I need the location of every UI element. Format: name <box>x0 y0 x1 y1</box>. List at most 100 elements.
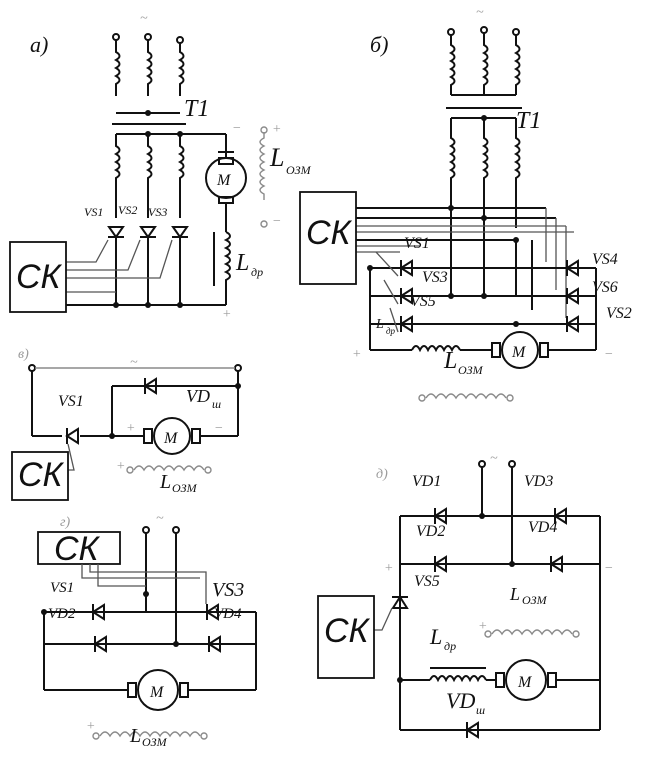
choke-a <box>223 231 231 305</box>
l-dr-label-a: L <box>235 250 249 276</box>
l-ozm-label-b: L <box>443 348 457 374</box>
label-a: а) <box>30 32 48 57</box>
vs5-label-b: VS5 <box>410 293 436 310</box>
svg-text:+: + <box>352 347 361 362</box>
svg-text:ОЗМ: ОЗМ <box>172 481 198 495</box>
thyristor-vs1-v <box>66 427 79 445</box>
terminal-a2 <box>144 33 152 41</box>
diagram-b: б) ~ T1 СК <box>299 5 632 402</box>
svg-text:др: др <box>251 265 263 279</box>
label-v: в) <box>18 347 29 362</box>
diagram-v: в) ~ VS1 VD ш M + − СК + L <box>11 347 242 501</box>
field-winding-v <box>133 465 205 472</box>
field-winding-d <box>491 629 573 636</box>
diagram-g: г) СК ~ VS1 VS3 VD2 VD4 M <box>37 511 257 749</box>
thyristor-vs1-a <box>107 226 125 238</box>
svg-text:+: + <box>116 459 125 474</box>
vs1-label-v: VS1 <box>58 393 84 410</box>
vs1-label-g: VS1 <box>50 580 74 596</box>
vd2-label-d: VD2 <box>416 523 445 540</box>
vd1-label-d: VD1 <box>412 473 441 490</box>
sk-label-g: СК <box>54 530 101 568</box>
primary-winding-b1 <box>448 35 456 95</box>
svg-text:др: др <box>444 639 456 653</box>
vd4-label-g: VD4 <box>214 606 242 622</box>
secondary-winding-a1 <box>113 134 121 218</box>
l-ozm-label-v: L <box>159 471 171 493</box>
svg-text:+: + <box>222 307 231 322</box>
l-dr-label-d: L <box>429 624 442 649</box>
vs3-label-a: VS3 <box>148 205 167 219</box>
primary-winding-b2 <box>481 33 489 95</box>
field-winding-g <box>99 731 201 738</box>
svg-text:ОЗМ: ОЗМ <box>142 735 168 749</box>
t1-label-a: T1 <box>184 96 209 122</box>
motor-b <box>501 331 539 369</box>
svg-text:−: − <box>214 421 223 436</box>
vd4-label-d: VD4 <box>528 519 557 536</box>
thyristor-vs2-a <box>139 226 157 238</box>
svg-text:~: ~ <box>490 451 498 466</box>
secondary-winding-a3 <box>177 134 185 218</box>
vs3-label-g: VS3 <box>212 579 244 601</box>
choke-b <box>411 345 461 353</box>
vd-label-v: VD <box>186 386 210 406</box>
vs4-label-b: VS4 <box>592 251 618 268</box>
svg-text:ОЗМ: ОЗМ <box>458 363 484 377</box>
svg-text:др: др <box>386 326 396 336</box>
vs2-label-b: VS2 <box>606 305 632 322</box>
sk-controller-v <box>11 451 69 501</box>
svg-text:+: + <box>86 719 95 734</box>
l-dr-label-b: L <box>375 317 384 332</box>
primary-winding-b3 <box>513 35 521 95</box>
l-ozm-label-g: L <box>129 725 141 747</box>
field-winding-b <box>425 393 507 400</box>
ac-symbol-a: ~ <box>140 11 148 26</box>
sk-controller-g <box>37 531 121 565</box>
vd3-label-d: VD3 <box>524 473 553 490</box>
sk-controller-a <box>9 241 67 313</box>
svg-text:~: ~ <box>130 355 138 370</box>
vd2-label-g: VD2 <box>48 606 76 622</box>
vd-label-d: VD <box>446 688 475 713</box>
t1-label-b: T1 <box>516 108 541 134</box>
vs6-label-b: VS6 <box>592 279 618 296</box>
svg-text:~: ~ <box>156 511 164 526</box>
svg-text:−: − <box>604 347 613 362</box>
motor-label-d: M <box>517 674 533 691</box>
svg-text:ш: ш <box>212 397 221 411</box>
label-b: б) <box>370 32 388 57</box>
svg-text:−: − <box>604 561 613 576</box>
svg-text:ш: ш <box>476 703 485 717</box>
svg-text:ОЗМ: ОЗМ <box>522 593 548 607</box>
diagram-a: а) ~ T1 VS1 VS2 VS3 <box>9 11 312 322</box>
thyristor-vs3-a <box>171 226 189 238</box>
primary-winding-a2 <box>145 40 153 96</box>
label-g: г) <box>60 515 70 530</box>
motor-label-g: M <box>149 684 165 701</box>
svg-text:~: ~ <box>476 5 484 20</box>
sk-label-a: СК <box>16 258 63 296</box>
secondary-winding-b3 <box>513 118 521 228</box>
motor-label-b: M <box>511 344 527 361</box>
field-winding-a <box>259 132 266 200</box>
secondary-winding-b1 <box>448 118 456 208</box>
sk-label-d: СК <box>324 612 371 650</box>
motor-v <box>153 417 191 455</box>
vs1-label-b: VS1 <box>404 235 430 252</box>
vs3-label-b: VS3 <box>422 269 448 286</box>
motor-label-a: M <box>216 172 232 189</box>
sk-controller-b <box>299 191 357 285</box>
motor-d <box>505 659 547 701</box>
vs2-label-a: VS2 <box>118 203 137 217</box>
svg-text:+: + <box>272 122 281 137</box>
label-d: д) <box>376 467 388 482</box>
primary-winding-a1 <box>113 40 121 96</box>
sk-label-v: СК <box>18 456 65 494</box>
motor-label-v: M <box>163 430 179 447</box>
terminal-a1 <box>112 33 120 41</box>
vs1-label-a: VS1 <box>84 205 103 219</box>
svg-text:−: − <box>272 214 281 229</box>
svg-text:+: + <box>126 421 135 436</box>
diagram-d: д) ~ VD1 VD3 VD2 VD4 + − VS5 L ОЗМ СК + <box>317 451 613 739</box>
